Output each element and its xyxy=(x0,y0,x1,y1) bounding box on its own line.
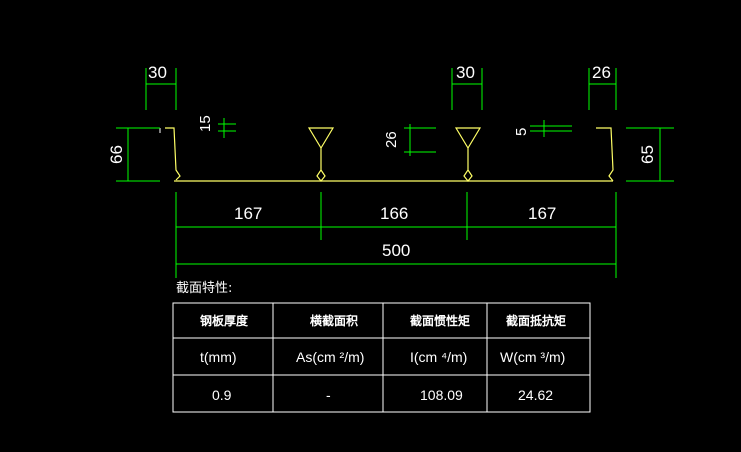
dim-span-2-label: 166 xyxy=(380,204,408,223)
header-inertia: 截面惯性矩 xyxy=(410,313,470,328)
dim-rib-15: 15 xyxy=(197,115,236,138)
rib-2 xyxy=(454,127,482,182)
dim-top-mid: 30 xyxy=(451,63,483,110)
dim-height-left: 66 xyxy=(107,127,160,182)
unit-area: As(cm ²/m) xyxy=(296,349,364,365)
dim-rib-5-label: 5 xyxy=(513,128,530,136)
dim-total-label: 500 xyxy=(382,241,410,260)
header-thickness: 钢板厚度 xyxy=(200,313,249,328)
header-modulus: 截面抵抗矩 xyxy=(506,313,566,328)
dim-height-right-label: 65 xyxy=(638,145,657,164)
dim-height-right: 65 xyxy=(626,127,674,182)
dim-top-mid-label: 30 xyxy=(456,63,475,82)
dim-top-left-label: 30 xyxy=(148,63,167,82)
unit-thickness: t(mm) xyxy=(200,349,237,365)
value-thickness: 0.9 xyxy=(212,387,232,403)
dim-top-right-label: 26 xyxy=(592,63,611,82)
dim-height-left-label: 66 xyxy=(107,145,126,164)
profile-left-edge xyxy=(165,127,181,181)
value-area: - xyxy=(326,387,331,403)
dim-rib-5: 5 xyxy=(513,120,572,137)
dim-span-1-label: 167 xyxy=(234,204,262,223)
unit-modulus: W(cm ³/m) xyxy=(500,349,565,365)
dim-spans: 167 166 167 500 xyxy=(175,192,617,278)
value-modulus: 24.62 xyxy=(518,387,553,403)
profile-right-edge xyxy=(596,127,614,182)
deck-profile xyxy=(159,127,614,182)
dim-span-3-label: 167 xyxy=(528,204,556,223)
unit-inertia: I(cm ⁴/m) xyxy=(410,349,467,365)
dim-top-left: 30 xyxy=(145,63,177,110)
section-title: 截面特性: xyxy=(176,281,232,296)
dim-rib-15-label: 15 xyxy=(197,115,214,132)
value-inertia: 108.09 xyxy=(420,387,463,403)
section-table: 钢板厚度 横截面积 截面惯性矩 截面抵抗矩 t(mm) As(cm ²/m) I… xyxy=(172,302,591,413)
rib-1 xyxy=(307,127,335,182)
dim-rib-26-label: 26 xyxy=(383,131,400,148)
dim-top-right: 26 xyxy=(588,63,617,110)
dim-rib-26: 26 xyxy=(383,124,436,156)
header-area: 横截面积 xyxy=(310,313,358,328)
